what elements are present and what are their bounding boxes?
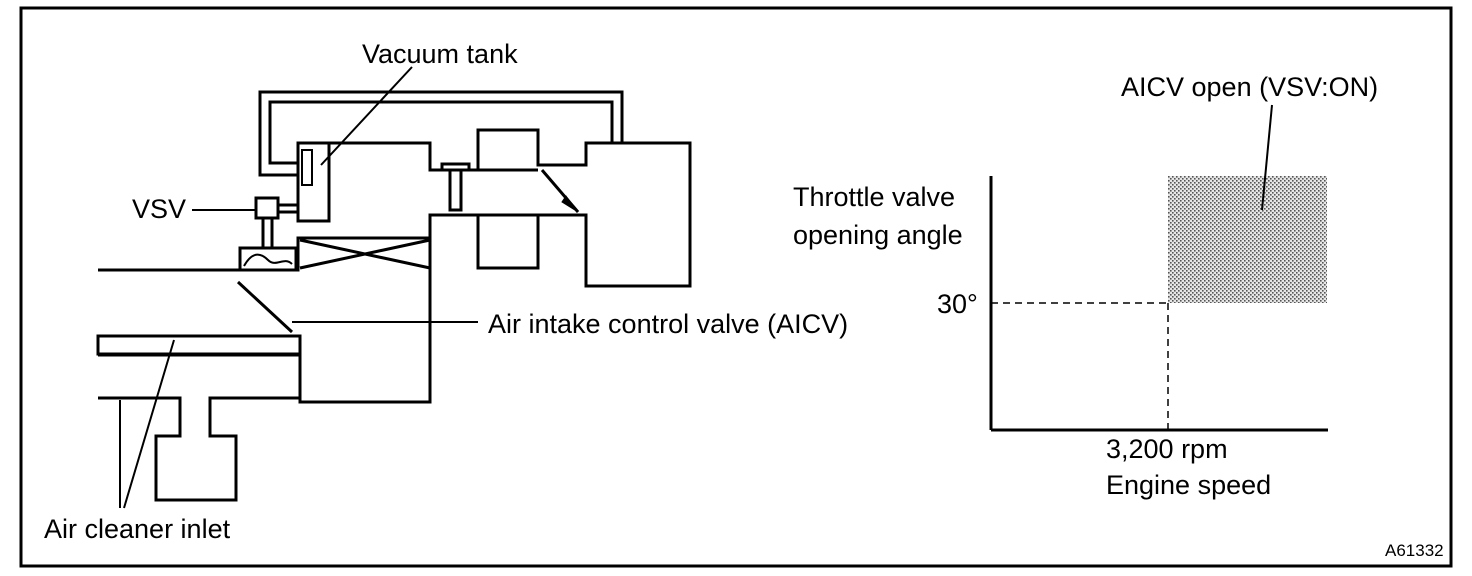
y-axis-label-line1: Throttle valve bbox=[793, 182, 955, 212]
operating-graph: AICV open (VSV:ON) Throttle valve openin… bbox=[793, 72, 1378, 500]
aicv-open-label: AICV open (VSV:ON) bbox=[1121, 72, 1378, 102]
vacuum-tank-leader bbox=[320, 66, 413, 166]
figure-code: A61332 bbox=[1385, 541, 1444, 560]
vacuum-tank bbox=[296, 141, 331, 223]
x-axis-label: Engine speed bbox=[1106, 470, 1271, 500]
throttle-body bbox=[330, 128, 692, 288]
y-tick-label: 30° bbox=[937, 289, 978, 319]
vsv-label: VSV bbox=[132, 194, 186, 224]
vacuum-tank-label: Vacuum tank bbox=[362, 39, 518, 69]
vacuum-tank-insert bbox=[301, 149, 313, 186]
aicv-diaphragm bbox=[243, 253, 293, 267]
throttle-arrow bbox=[561, 195, 579, 213]
intake-schematic: Vacuum tank VSV Air intake control valve… bbox=[44, 39, 848, 544]
aicv-open-leader bbox=[1261, 104, 1273, 211]
intake-box bbox=[299, 238, 431, 270]
aicv-label: Air intake control valve (AICV) bbox=[488, 309, 848, 339]
vsv-body bbox=[254, 196, 280, 220]
aicv-valve bbox=[236, 280, 294, 334]
figure-frame bbox=[19, 6, 1453, 568]
aicv-open-region bbox=[1168, 176, 1327, 303]
air-cleaner-leader-2 bbox=[123, 339, 175, 509]
air-cleaner-inlet-label: Air cleaner inlet bbox=[44, 514, 231, 544]
y-axis-label-line2: opening angle bbox=[793, 220, 963, 250]
aicv-actuator bbox=[238, 246, 298, 272]
intake-duct bbox=[96, 236, 432, 502]
x-tick-label: 3,200 rpm bbox=[1106, 434, 1228, 464]
vacuum-hose bbox=[258, 90, 624, 177]
